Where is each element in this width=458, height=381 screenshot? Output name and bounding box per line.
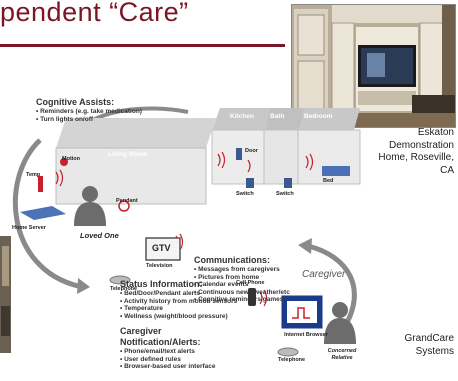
door-sensor: [236, 148, 242, 160]
sensor-waves: [55, 151, 314, 251]
room-label-kitchen: Kitchen: [230, 113, 254, 120]
list-item: Calendar events: [194, 281, 344, 289]
relative-body: [324, 318, 356, 344]
caregiving-system-diagram: [12, 106, 361, 357]
list-item: Cognitive reminders/games: [194, 296, 344, 304]
left-photo-fragment: [0, 236, 11, 353]
telephone-icon-2: [277, 347, 299, 357]
cognitive-heading: Cognitive Assists:: [36, 97, 115, 107]
photo-caption: Eskaton Demonstration Home, Roseville, C…: [330, 127, 454, 177]
room-label-living: Living Room: [108, 151, 148, 158]
credit-line: GrandCare: [404, 333, 454, 344]
temp-sensor: [38, 176, 43, 192]
cognitive-list: Reminders (e.g. take medication) Turn li…: [36, 108, 186, 123]
list-item: Pictures from home: [194, 274, 344, 282]
label-motion: Motion: [62, 156, 81, 162]
title-underline: [0, 44, 285, 47]
communications-heading: Communications:: [194, 255, 271, 265]
room-label-bath: Bath: [270, 113, 285, 120]
label-temp: Temp: [26, 172, 41, 178]
label-switch-2: Switch: [276, 191, 294, 197]
label-television: Television: [146, 263, 173, 269]
eskaton-room-photo: [291, 4, 456, 128]
label-door: Door: [245, 148, 258, 154]
kitchen-roof: [212, 108, 278, 130]
status-heading: Status Information:: [120, 279, 203, 289]
label-bed: Bed: [323, 178, 334, 184]
switch-sensor-2: [284, 178, 292, 188]
loved-one-head: [82, 186, 98, 202]
label-gtv: GTV: [152, 243, 171, 253]
loved-one-body: [74, 202, 106, 226]
gtv-screen: [145, 237, 181, 261]
label-home-server: Home Server: [12, 225, 46, 231]
list-item: Messages from caregivers: [194, 266, 344, 274]
list-item: Reminders (e.g. take medication): [36, 108, 186, 116]
list-item: Temperature: [120, 305, 240, 313]
label-telephone: Telephone: [110, 286, 138, 292]
browser-signal: [292, 307, 310, 319]
telephone-icon: [109, 275, 131, 285]
photo-caption-line: Home, Roseville,: [378, 152, 454, 163]
photo-caption-line: Eskaton: [417, 127, 454, 138]
photo-caption-line: Demonstration: [388, 139, 454, 151]
list-item: Browser-based user interface: [120, 363, 240, 371]
switch-sensor: [246, 178, 254, 188]
living-room-roof: [56, 118, 216, 148]
slide-title: pendent “Care”: [0, 0, 189, 27]
browser-screen: [287, 301, 317, 323]
motion-sensor: [60, 158, 68, 166]
list-item: Turn lights on/off: [36, 116, 186, 124]
cycle-arrow-right: [307, 243, 357, 330]
credit-line: Systems: [415, 345, 454, 357]
notification-block: Caregiver Notification/Alerts: Phone/ema…: [120, 326, 240, 371]
bath: [263, 129, 301, 185]
label-concerned-relative: Concerned Relative: [327, 348, 357, 361]
bath-roof: [266, 108, 304, 130]
notification-list: Phone/email/text alerts User defined rul…: [120, 348, 240, 371]
label-telephone-2: Telephone: [278, 357, 306, 363]
cognitive-assists: Cognitive Assists: Reminders (e.g. take …: [36, 97, 186, 123]
pendant-icon: [118, 200, 130, 212]
status-list: Bed/Door/Pendant alerts Activity history…: [120, 290, 240, 320]
relative-head: [332, 302, 348, 318]
list-item: Bed/Door/Pendant alerts: [120, 290, 240, 298]
photo-caption-line: CA: [440, 164, 454, 176]
credit-caption: GrandCare Systems: [380, 333, 454, 358]
label-loved-one: Loved One: [80, 231, 119, 240]
room-label-bedroom: Bedroom: [304, 113, 333, 120]
list-item: Continuous news/weather/etc: [194, 289, 344, 297]
arrow-head: [298, 238, 312, 254]
arrow-head: [77, 278, 90, 294]
living-room: [55, 147, 207, 205]
communications-block: Communications: Messages from caregivers…: [194, 255, 344, 304]
label-switch: Switch: [236, 191, 254, 197]
status-information-block: Status Information: Bed/Door/Pendant ale…: [120, 279, 240, 320]
label-browser: Internet Browser: [284, 332, 328, 338]
label-pendant: Pendant: [116, 198, 138, 204]
list-item: User defined rules: [120, 356, 240, 364]
list-item: Wellness (weight/blood pressure): [120, 313, 240, 321]
notification-heading: Caregiver Notification/Alerts:: [120, 326, 201, 347]
bed-icon: [322, 166, 350, 176]
bedroom-roof: [298, 108, 360, 130]
communications-list: Messages from caregivers Pictures from h…: [194, 266, 344, 304]
list-item: Phone/email/text alerts: [120, 348, 240, 356]
list-item: Activity history from motion sensors: [120, 298, 240, 306]
cycle-arrow-left: [12, 138, 79, 289]
home-server: [20, 206, 66, 220]
